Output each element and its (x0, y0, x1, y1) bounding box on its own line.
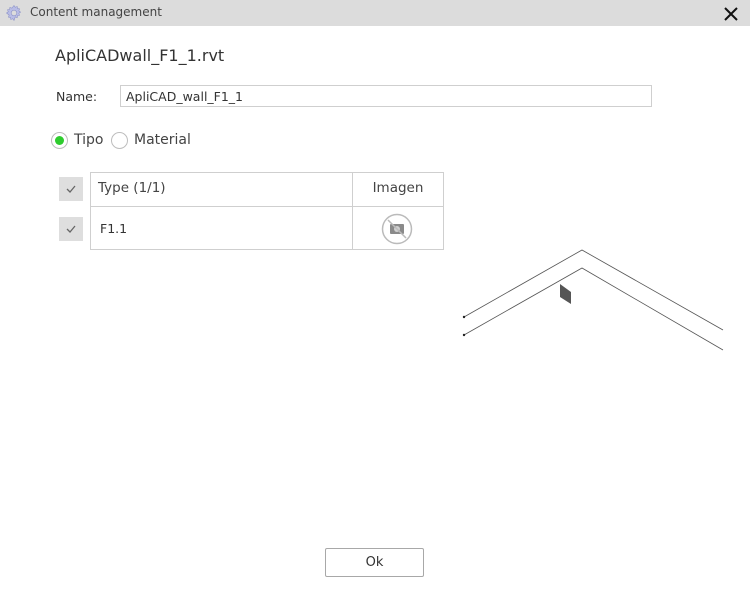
column-header-image[interactable]: Imagen (353, 173, 443, 207)
file-title: ApliCADwall_F1_1.rvt (55, 46, 225, 65)
ok-button[interactable]: Ok (325, 548, 424, 577)
table-row-type-cell[interactable]: F1.1 (91, 207, 353, 249)
wall-preview (462, 249, 724, 351)
row-checkbox[interactable] (59, 217, 83, 241)
column-header-type[interactable]: Type (1/1) (91, 173, 353, 207)
no-image-icon (381, 213, 413, 245)
check-icon (66, 225, 76, 233)
table-row-image-cell[interactable] (353, 207, 443, 249)
radio-tipo[interactable] (51, 132, 68, 149)
name-label: Name: (56, 89, 98, 104)
check-icon (66, 185, 76, 193)
name-input[interactable] (120, 85, 652, 107)
types-table: Type (1/1) Imagen F1.1 (90, 172, 444, 250)
radio-material-label: Material (134, 132, 191, 148)
radio-tipo-label: Tipo (74, 132, 104, 148)
gear-icon (5, 4, 22, 22)
title-bar: Content management (0, 0, 750, 26)
radio-material[interactable] (111, 132, 128, 149)
select-all-checkbox[interactable] (59, 177, 83, 201)
close-icon[interactable] (722, 5, 740, 23)
window-title: Content management (30, 5, 162, 19)
